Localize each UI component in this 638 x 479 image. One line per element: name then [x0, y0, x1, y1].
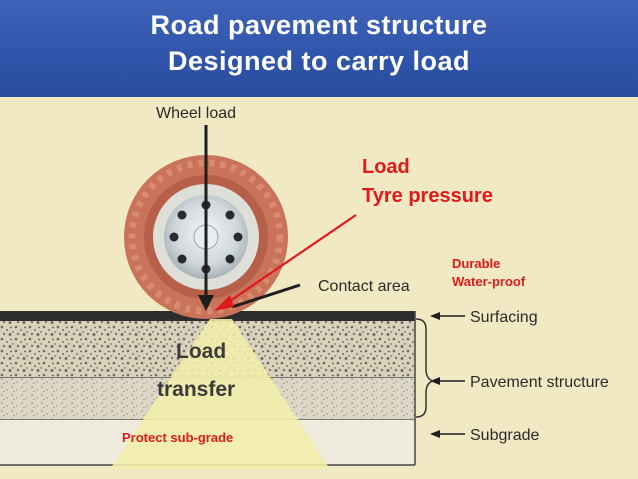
tyre-pressure-pointer — [223, 214, 357, 306]
load-transfer-cone — [110, 319, 330, 469]
annotation-durable: Durable — [452, 256, 500, 271]
load-transfer-label-line-1: Load — [176, 340, 226, 363]
annotation-waterproof: Water-proof — [452, 274, 526, 289]
slide-title-line-2: Designed to carry load — [167, 46, 471, 76]
annotation-tyre-pressure: Tyre pressure — [362, 185, 493, 207]
pavement-diagram: Wheel load Contact area Load Tyre pressu… — [0, 105, 609, 469]
protect-subgrade-label: Protect sub-grade — [122, 430, 233, 445]
load-transfer-label-line-2: transfer — [157, 378, 235, 401]
subgrade-label: Subgrade — [470, 427, 539, 444]
pavement-structure-brace — [415, 318, 436, 418]
contact-area-pointer — [231, 283, 301, 309]
slide-title-line-1: Road pavement structure — [150, 10, 488, 40]
wheel-load-label: Wheel load — [156, 105, 236, 122]
pavement-structure-label: Pavement structure — [470, 374, 609, 391]
annotation-load: Load — [362, 156, 410, 178]
surfacing-label: Surfacing — [470, 309, 538, 326]
diagram-panel: Wheel load Contact area Load Tyre pressu… — [0, 97, 638, 479]
contact-area-label: Contact area — [318, 278, 410, 295]
